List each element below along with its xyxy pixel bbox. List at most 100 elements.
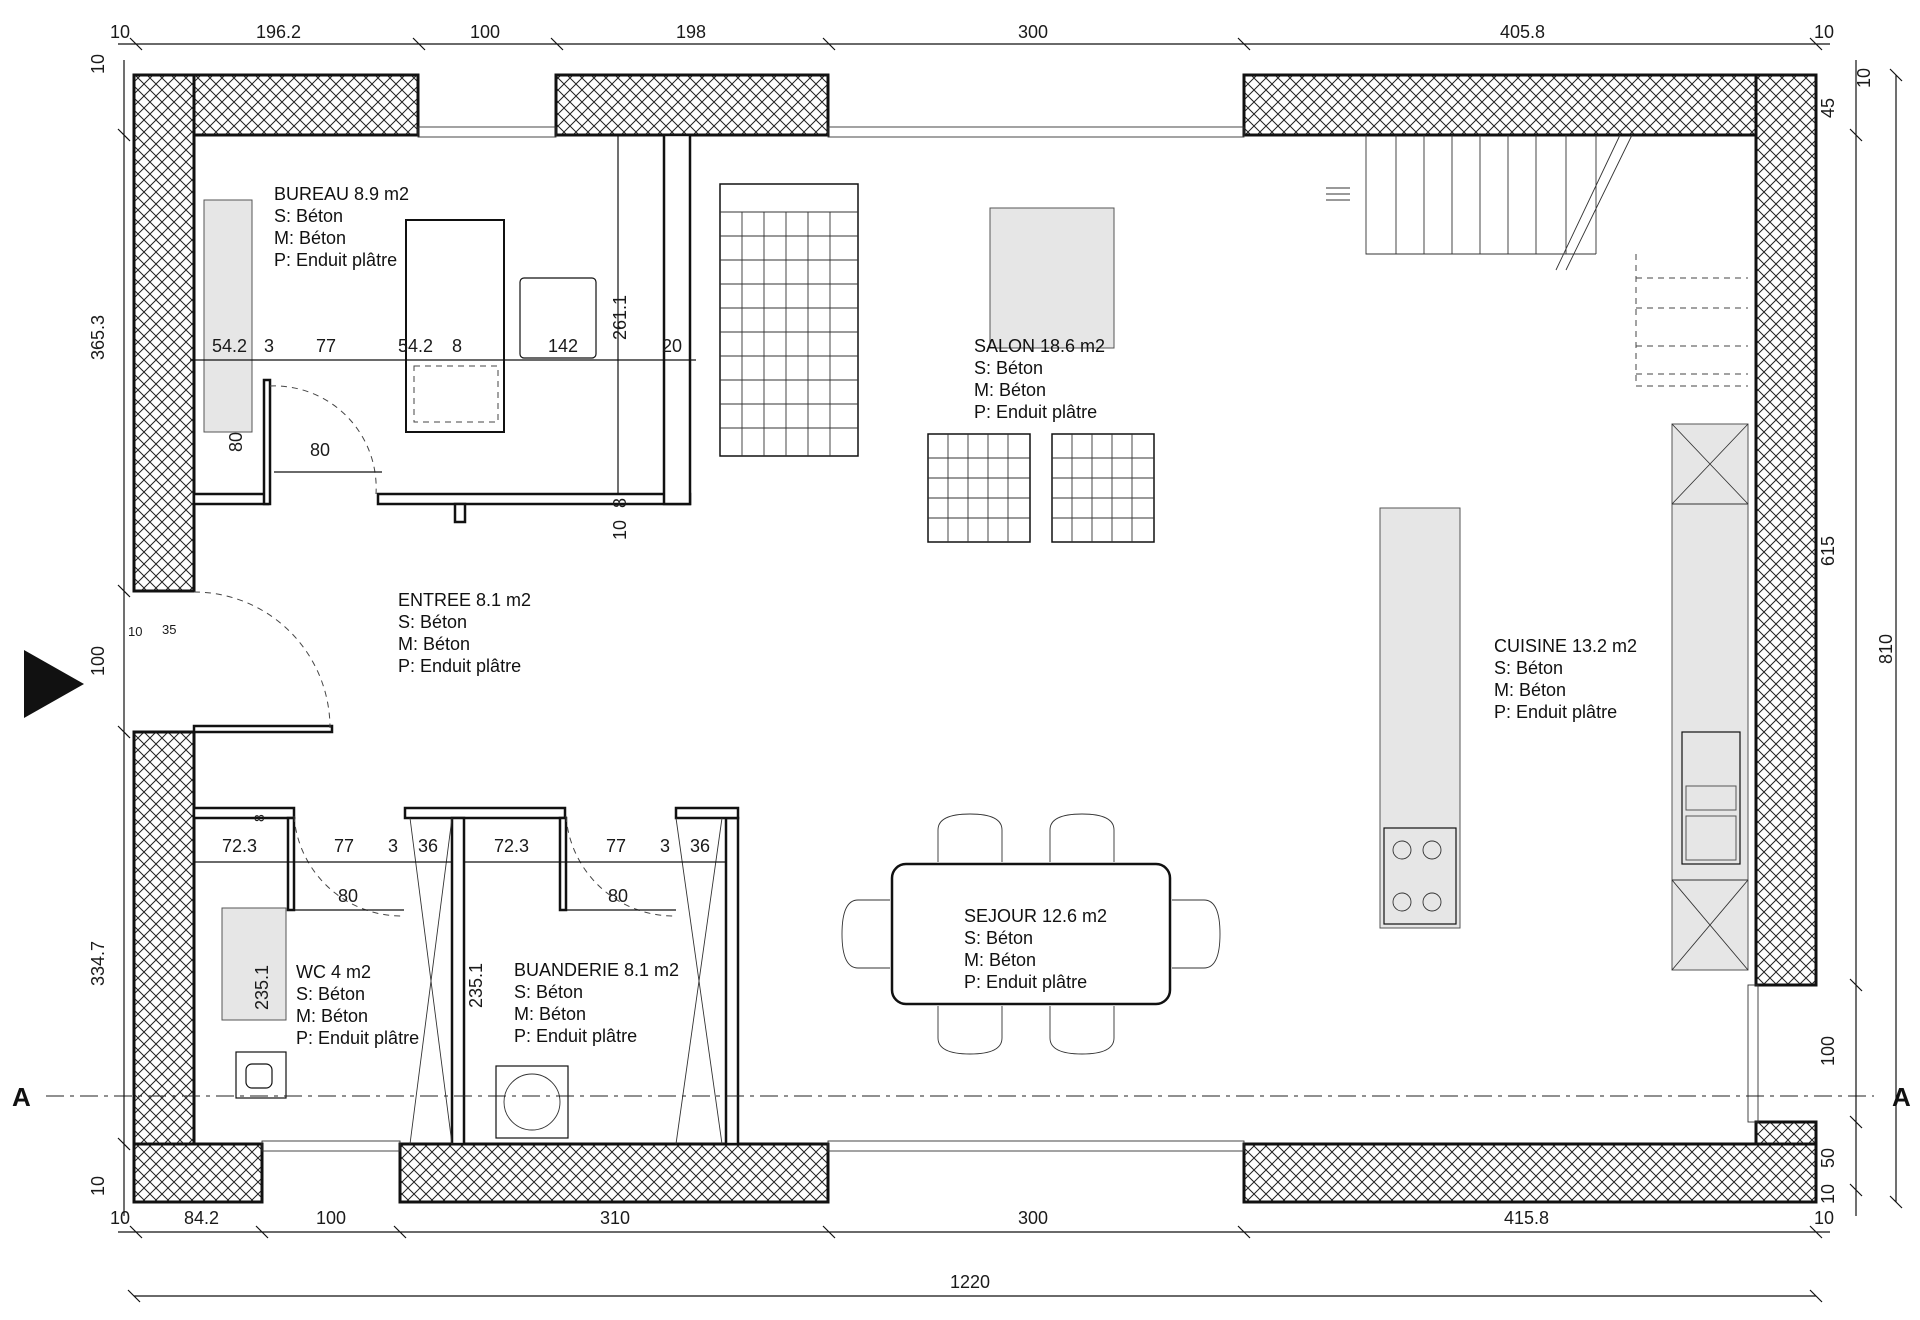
dim-right-2: 615 — [1818, 536, 1838, 566]
wall-bottom-right — [1242, 1142, 1818, 1204]
bureau-shelf — [203, 199, 253, 433]
dim-left-4: 10 — [88, 1176, 108, 1196]
kitchen-island — [1379, 507, 1461, 929]
salon-armchair-grid — [928, 434, 1154, 542]
dim-wc-2: 3 — [388, 836, 398, 856]
wc-vanity — [221, 907, 287, 1021]
window-bureau — [417, 126, 557, 138]
dim-buanderie-height: 235.1 — [466, 963, 486, 1008]
interior-partitions — [192, 133, 740, 1146]
cuisine-sol: S: Béton — [1494, 658, 1563, 678]
exterior-walls — [132, 73, 1818, 1204]
salon-armchair-left — [927, 433, 1031, 543]
kitchen-counter — [1671, 423, 1749, 971]
salon-rug — [719, 183, 859, 457]
dim-total-height: 810 — [1876, 634, 1896, 664]
burner-1 — [1392, 840, 1412, 860]
dim-bureau-0: 54.2 — [212, 336, 247, 356]
sejour-plafond: P: Enduit plâtre — [964, 972, 1087, 992]
entree-name: ENTREE 8.1 m2 — [398, 590, 531, 610]
bureau-desk — [405, 219, 505, 433]
buanderie-top-wall — [674, 806, 740, 820]
dim-wc-0: 72.3 — [222, 836, 257, 856]
bureau-bottom-wall-right — [376, 492, 692, 506]
furniture — [203, 134, 1749, 1145]
dimension-text: 10 196.2 100 198 300 405.8 10 10 84.2 10… — [88, 22, 1896, 1292]
section-line: A A — [12, 1082, 1911, 1112]
wall-bottom-left — [132, 1142, 264, 1204]
dim-top-4: 300 — [1018, 22, 1048, 42]
doors — [24, 385, 675, 917]
dim-bureau-5: 142 — [548, 336, 578, 356]
dim-bureau-height: 261.1 — [610, 295, 630, 340]
wc-shower-cross — [409, 817, 453, 1145]
dim-wc-3: 36 — [418, 836, 438, 856]
wall-right-upper — [1754, 73, 1818, 987]
dim-bureau-wall-10: 10 — [610, 520, 630, 540]
dim-bottom-2: 100 — [316, 1208, 346, 1228]
dim-right-3: 100 — [1818, 1036, 1838, 1066]
window-wc — [261, 1140, 401, 1152]
dim-wc-door: 80 — [338, 886, 358, 906]
dim-total-width: 1220 — [950, 1272, 990, 1292]
burner-2 — [1422, 840, 1442, 860]
staircase — [1326, 134, 1748, 387]
kitchen-sink-basin-2 — [1685, 815, 1737, 861]
salon-mur: M: Béton — [974, 380, 1046, 400]
window-cuisine — [1747, 984, 1759, 1123]
dim-top-5: 405.8 — [1500, 22, 1545, 42]
salon-plafond: P: Enduit plâtre — [974, 402, 1097, 422]
washing-machine-drum — [503, 1073, 561, 1131]
dim-bureau-wall-8: 8 — [610, 498, 630, 508]
dim-bureau-door-v: 80 — [226, 432, 246, 452]
dim-top-1: 196.2 — [256, 22, 301, 42]
kitchen-cooktop — [1383, 827, 1457, 925]
buanderie-cabinet-cross — [675, 817, 723, 1145]
entree-mur: M: Béton — [398, 634, 470, 654]
washing-machine — [495, 1065, 569, 1139]
dining-table — [890, 862, 1172, 1006]
window-salon — [827, 126, 1245, 138]
windows — [261, 126, 1759, 1152]
dimension-lines — [117, 37, 1903, 1303]
dim-buanderie-2: 3 — [660, 836, 670, 856]
dim-left-small-0: 10 — [128, 624, 142, 639]
bureau-name: BUREAU 8.9 m2 — [274, 184, 409, 204]
bureau-sol: S: Béton — [274, 206, 343, 226]
section-mark-right: A — [1892, 1082, 1911, 1112]
entry-door-stub — [192, 724, 334, 734]
cuisine-plafond: P: Enduit plâtre — [1494, 702, 1617, 722]
dim-top-0: 10 — [110, 22, 130, 42]
wall-top-right — [1242, 73, 1818, 137]
dim-wc-wall-8: 8 — [251, 814, 267, 822]
dim-bureau-4: 8 — [452, 336, 462, 356]
kitchen-sink — [1681, 731, 1741, 865]
wall-top-mid — [554, 73, 830, 137]
room-label-buanderie: BUANDERIE 8.1 m2 S: Béton M: Béton P: En… — [514, 960, 679, 1046]
wc-mur: M: Béton — [296, 1006, 368, 1026]
dim-right-1: 45 — [1818, 98, 1838, 118]
kitchen-sink-basin-1 — [1685, 785, 1737, 811]
dim-bottom-1: 84.2 — [184, 1208, 219, 1228]
wall-left-upper — [132, 73, 196, 593]
buanderie-mur: M: Béton — [514, 1004, 586, 1024]
dim-bureau-3: 54.2 — [398, 336, 433, 356]
burner-4 — [1422, 892, 1442, 912]
dim-left-small-1: 35 — [162, 622, 176, 637]
buanderie-plafond: P: Enduit plâtre — [514, 1026, 637, 1046]
burner-3 — [1392, 892, 1412, 912]
dim-bottom-0: 10 — [110, 1208, 130, 1228]
dim-bottom-4: 300 — [1018, 1208, 1048, 1228]
entrance-arrow — [24, 650, 84, 718]
wall-bottom-mid — [398, 1142, 830, 1204]
section-mark-left: A — [12, 1082, 31, 1112]
cuisine-name: CUISINE 13.2 m2 — [1494, 636, 1637, 656]
salon-armchair-right — [1051, 433, 1155, 543]
sejour-mur: M: Béton — [964, 950, 1036, 970]
bureau-door-jamb — [262, 378, 272, 506]
wc-top-wall-right — [403, 806, 567, 820]
wc-right-wall — [450, 816, 466, 1146]
dim-buanderie-1: 77 — [606, 836, 626, 856]
bureau-bottom-wall-left — [192, 492, 270, 506]
